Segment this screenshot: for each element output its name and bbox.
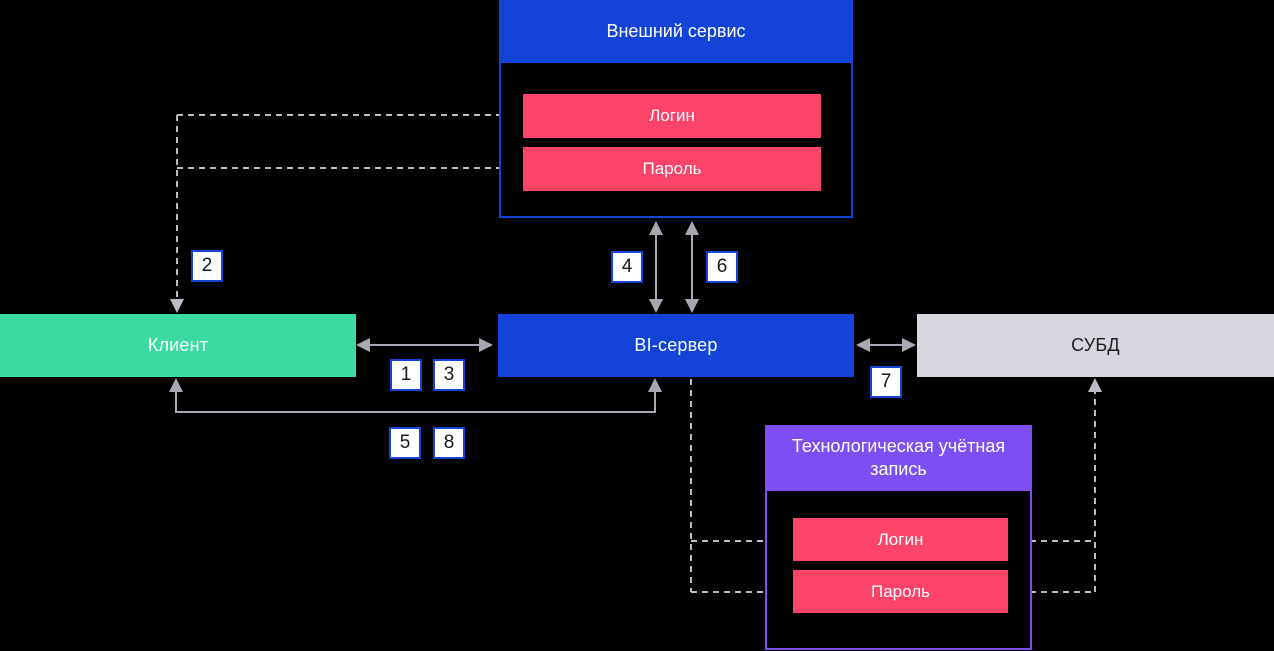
step-badge-3: 3 <box>433 359 465 391</box>
external-login-field: Логин <box>523 94 821 138</box>
arrow-bi-client-return <box>169 378 662 413</box>
step-badge-4: 4 <box>611 251 643 283</box>
tech-account-title: Технологическая учётная запись <box>765 425 1032 491</box>
external-service-box: Внешний сервис Логин Пароль <box>499 0 853 218</box>
step-badge-5: 5 <box>389 427 421 459</box>
tech-password-field: Пароль <box>793 570 1008 613</box>
step-badge-8: 8 <box>433 427 465 459</box>
tech-account-box: Технологическая учётная запись Логин Пар… <box>765 425 1032 650</box>
tech-login-field: Логин <box>793 518 1008 561</box>
dbms-box: СУБД <box>917 314 1274 377</box>
bi-server-box: BI-сервер <box>498 314 854 377</box>
external-password-field: Пароль <box>523 147 821 191</box>
external-service-title: Внешний сервис <box>499 0 853 63</box>
client-box: Клиент <box>0 314 356 377</box>
step-badge-6: 6 <box>706 251 738 283</box>
step-badge-7: 7 <box>870 366 902 398</box>
step-badge-1: 1 <box>390 359 422 391</box>
step-badge-2: 2 <box>191 250 223 282</box>
